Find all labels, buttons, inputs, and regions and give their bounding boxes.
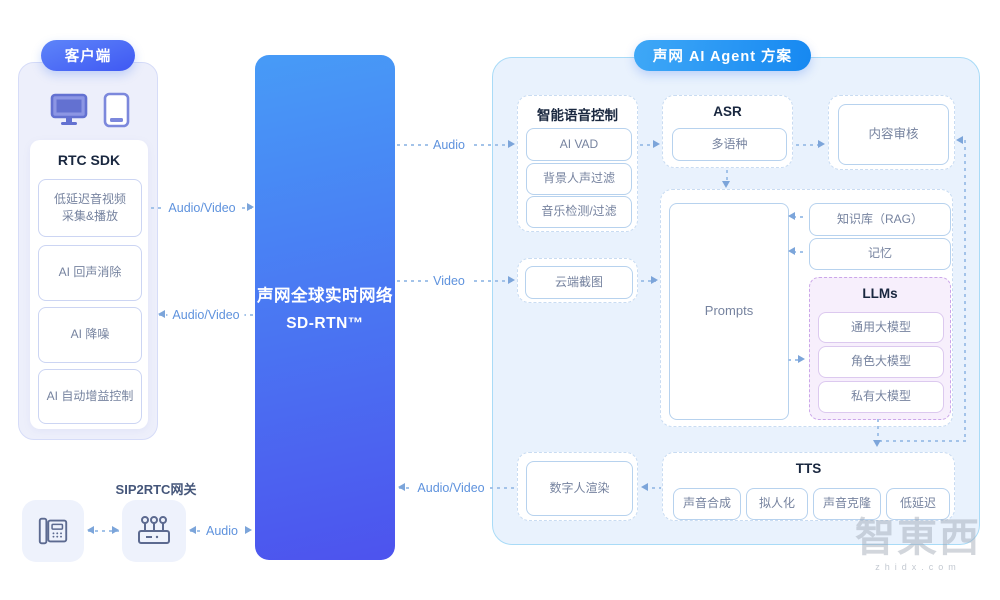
- flow-line-rag-prompts: [793, 216, 807, 218]
- flow-line-snapshot-prompts: [641, 280, 656, 282]
- mobile-device-icon: [103, 92, 130, 128]
- tts-item-synthesis: 声音合成: [673, 488, 741, 520]
- arrowhead-down-icon: [873, 440, 881, 447]
- av-return-label: Audio/Video: [412, 481, 490, 495]
- audio-label: Audio: [428, 138, 470, 152]
- client-badge: 客户端: [41, 40, 135, 71]
- tts-item-low-latency: 低延迟: [886, 488, 950, 520]
- arrowhead-right-icon: [653, 140, 660, 148]
- arrowhead-right-icon: [245, 526, 252, 534]
- llms-title: LLMs: [862, 286, 898, 301]
- sdrtn-title-line2: SD-RTN™: [286, 315, 364, 332]
- arrowhead-right-icon: [112, 526, 119, 534]
- tts-title: TTS: [795, 461, 822, 476]
- asr-title: ASR: [713, 104, 742, 119]
- arrowhead-left-icon: [189, 526, 196, 534]
- sdk-item-capture-playback: 低延迟音视频 采集&播放: [38, 179, 142, 237]
- downlink-label: Audio/Video: [167, 308, 245, 322]
- telephone-icon: [38, 517, 68, 545]
- voice-item-ai-vad: AI VAD: [526, 128, 632, 161]
- sip-audio-label: Audio: [201, 524, 243, 538]
- rtc-sdk-card: RTC SDK 低延迟音视频 采集&播放 AI 回声消除 AI 降噪 AI 自动…: [30, 140, 148, 429]
- flow-line-llms-tts: [877, 419, 879, 445]
- uplink-label: Audio/Video: [163, 201, 241, 215]
- tts-item-voice-clone: 声音克隆: [813, 488, 881, 520]
- rtc-sdk-title: RTC SDK: [57, 152, 121, 168]
- voice-item-bg-filter: 背景人声过滤: [526, 163, 632, 195]
- arrowhead-left-icon: [788, 212, 795, 220]
- asr-item-multilingual: 多语种: [672, 128, 787, 161]
- sdk-item-ans: AI 降噪: [38, 307, 142, 363]
- arrowhead-right-icon: [798, 355, 805, 363]
- sdrtn-title-line1: 声网全球实时网络: [257, 287, 393, 305]
- arrowhead-left-icon: [641, 483, 648, 491]
- voice-control-group: 智能语音控制 AI VAD 背景人声过滤 音乐检测/过滤: [517, 95, 638, 232]
- prompts-container: Prompts 知识库（RAG） 记忆 LLMs 通用大模型 角色大模型 私有大…: [660, 189, 953, 427]
- avatar-render-box: 数字人渲染: [526, 461, 633, 516]
- flow-line-feedback-horizontal: [879, 440, 966, 442]
- prompts-box: Prompts: [669, 203, 789, 420]
- sdk-item-agc: AI 自动增益控制: [38, 369, 142, 424]
- arrowhead-right-icon: [651, 276, 658, 284]
- flow-line-memory-prompts: [793, 251, 807, 253]
- flow-line-tts-avatar: [645, 487, 661, 489]
- llms-group: LLMs 通用大模型 角色大模型 私有大模型: [809, 277, 951, 420]
- content-review-box: 内容审核: [838, 104, 949, 165]
- agent-badge: 声网 AI Agent 方案: [634, 40, 811, 71]
- tts-item-humanlike: 拟人化: [746, 488, 808, 520]
- flow-line-asr-prompts: [726, 170, 728, 184]
- cloud-snapshot-box: 云端截图: [525, 266, 633, 299]
- arrowhead-left-icon: [87, 526, 94, 534]
- watermark-site: zhidx.com: [875, 562, 961, 572]
- gateway-box: [122, 500, 186, 562]
- llm-general-model: 通用大模型: [818, 312, 944, 343]
- memory-box: 记忆: [809, 238, 951, 270]
- arrowhead-right-icon: [247, 203, 254, 211]
- flow-line-asr-review: [796, 144, 824, 146]
- asr-group: ASR 多语种: [662, 95, 793, 168]
- knowledge-rag-box: 知识库（RAG）: [809, 203, 951, 236]
- voice-item-music-filter: 音乐检测/过滤: [526, 196, 632, 228]
- video-label: Video: [428, 274, 470, 288]
- phone-box: [22, 500, 84, 562]
- llm-role-model: 角色大模型: [818, 346, 944, 378]
- arrowhead-left-icon: [398, 483, 405, 491]
- content-review-group: 内容审核: [828, 95, 955, 170]
- arrowhead-left-icon: [956, 136, 963, 144]
- arrowhead-left-icon: [788, 247, 795, 255]
- avatar-render-group: 数字人渲染: [517, 452, 638, 521]
- cloud-snapshot-group: 云端截图: [517, 258, 638, 303]
- gateway-icon: [138, 516, 170, 544]
- tts-group: TTS 声音合成 拟人化 声音克隆 低延迟: [662, 452, 955, 521]
- arrowhead-right-icon: [508, 140, 515, 148]
- arrowhead-right-icon: [508, 276, 515, 284]
- llm-private-model: 私有大模型: [818, 381, 944, 413]
- arrowhead-down-icon: [722, 181, 730, 188]
- monitor-icon: [50, 93, 88, 125]
- flow-line-vc-asr: [640, 144, 659, 146]
- sdrtn-network-box: 声网全球实时网络 SD-RTN™: [255, 55, 395, 560]
- flow-line-feedback-vertical: [964, 140, 966, 441]
- flow-line-prompts-llms: [788, 359, 802, 361]
- sip-gateway-label: SIP2RTC网关: [115, 482, 197, 497]
- voice-control-title: 智能语音控制: [537, 108, 618, 123]
- arrowhead-right-icon: [818, 140, 825, 148]
- sdk-item-aec: AI 回声消除: [38, 245, 142, 301]
- arrowhead-left-icon: [158, 310, 165, 318]
- flow-line-phone-gateway: [88, 530, 119, 532]
